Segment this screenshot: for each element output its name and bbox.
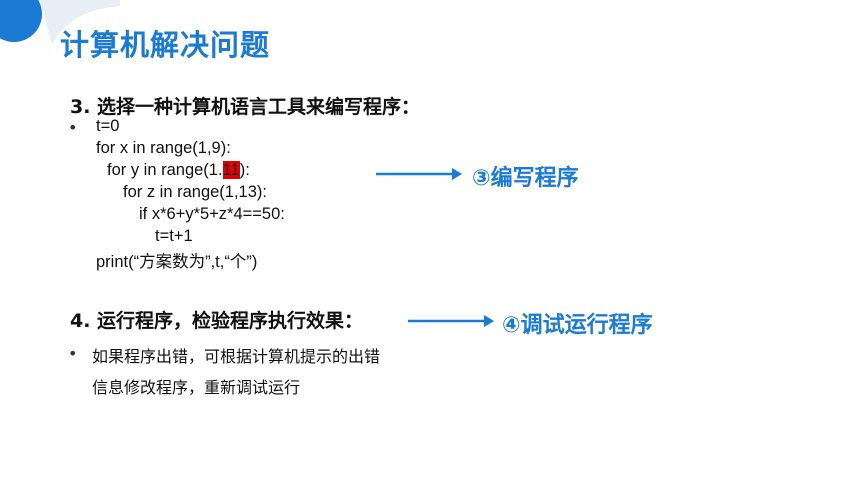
- code-line-2: for x in range(1,9):: [96, 139, 231, 157]
- section3-heading: 3. 选择一种计算机语言工具来编写程序：: [70, 96, 421, 118]
- code-line-6: t=t+1: [155, 227, 193, 245]
- page-title: 计算机解决问题: [60, 28, 271, 62]
- section4-text-line-1: 如果程序出错，可根据计算机提示的出错: [92, 347, 381, 366]
- step3-note: ③编写程序: [472, 166, 579, 191]
- arrow-right-icon: [408, 315, 494, 327]
- code-line-3: for y in range(1.11):: [107, 161, 250, 180]
- step4-note: ④调试运行程序: [502, 313, 653, 338]
- section4-heading: 4. 运行程序，检验程序执行效果：: [70, 310, 364, 332]
- highlighted-range-value: 11: [222, 161, 240, 179]
- code-line-5: if x*6+y*5+z*4==50:: [139, 205, 285, 223]
- code-line-3-start: for y in range(1.: [107, 161, 223, 179]
- section4-text-line-2: 信息修改程序，重新调试运行: [92, 378, 301, 397]
- arrow-right-icon: [376, 168, 462, 180]
- code-line-3-end: ):: [239, 161, 250, 179]
- section3-bullet: •: [68, 118, 78, 137]
- code-line-7: print(“方案数为”,t,“个”): [96, 253, 258, 271]
- code-line-4: for z in range(1,13):: [123, 183, 267, 201]
- code-line-1: t=0: [96, 117, 120, 135]
- corner-decoration: [0, 0, 120, 44]
- section4-bullet: •: [68, 344, 78, 363]
